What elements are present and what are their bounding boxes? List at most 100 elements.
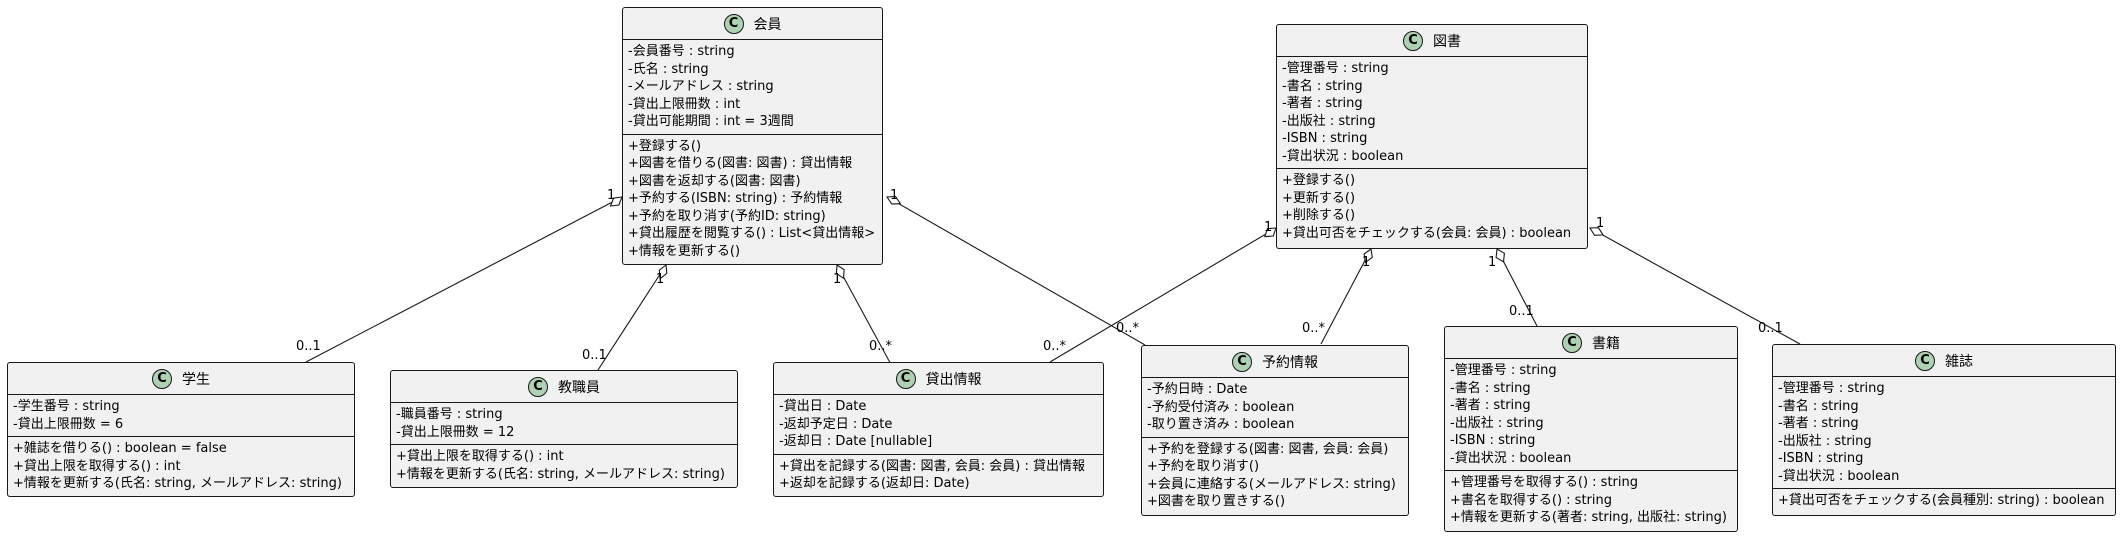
- class-method: +図書を借りる(図書: 図書) : 貸出情報: [628, 156, 853, 171]
- class-attribute: -貸出状況 : boolean: [1778, 468, 1900, 484]
- class-method: +管理番号を取得する() : string: [1450, 475, 1638, 490]
- class-attribute: -取り置き済み : boolean: [1147, 417, 1295, 432]
- class-name: 教職員: [558, 379, 600, 396]
- class-name: 学生: [182, 371, 210, 388]
- method-list: +登録する() +更新する() +削除する() +貸出可否をチェックする(会員: 会員…: [1277, 168, 1587, 245]
- class-header: C 書籍: [1445, 327, 1737, 359]
- class-icon: C: [528, 376, 548, 397]
- class-method: +更新する(): [1282, 190, 1356, 206]
- class-icon: C: [152, 368, 172, 389]
- class-attribute: -出版社 : string: [1282, 113, 1376, 129]
- class-method: +図書を返却する(図書: 図書): [628, 173, 801, 189]
- class-attribute: -著者 : string: [1282, 96, 1363, 111]
- assoc-book-magazine: [1589, 227, 1801, 345]
- assoc-book-loan: [1049, 227, 1277, 363]
- class-method: +返却を記録する(返却日: Date): [779, 476, 970, 491]
- attribute-list: -予約日時 : Date -予約受付済み : boolean -取り置き済み : b…: [1142, 378, 1408, 437]
- multiplicity-label: 0..1: [296, 339, 321, 354]
- class-icon: C: [1562, 332, 1582, 353]
- class-attribute: -貸出状況 : boolean: [1450, 450, 1572, 466]
- aggregation-diamond-icon: [1264, 227, 1277, 238]
- multiplicity-label: 1: [890, 188, 899, 203]
- multiplicity-label: 0..1: [582, 348, 607, 363]
- class-method: +情報を更新する(氏名: string, メールアドレス: string): [13, 476, 342, 491]
- class-method: +情報を更新する(氏名: string, メールアドレス: string): [396, 466, 725, 482]
- multiplicity-label: 1: [1362, 255, 1371, 270]
- class-name: 図書: [1433, 33, 1461, 50]
- class-icon: C: [1232, 351, 1252, 372]
- class-monograph[interactable]: C 書籍 -管理番号 : string -書名 : string -著者 : stri…: [1444, 326, 1738, 532]
- class-attribute: -氏名 : string: [628, 61, 709, 77]
- class-method: +情報を更新する(著者: string, 出版社: string): [1450, 510, 1727, 525]
- attribute-list: -貸出日 : Date-返却予定日 : Date-返却日 : Date [nul…: [774, 395, 1103, 454]
- class-attribute: -書名 : string: [1282, 78, 1363, 94]
- multiplicity-label: 0..*: [1043, 339, 1067, 354]
- class-method: +貸出可否をチェックする(会員種別: string) : boolean: [1778, 493, 2105, 508]
- class-attribute: -書名 : string: [1450, 380, 1531, 396]
- aggregation-diamond-icon: [1495, 248, 1505, 263]
- class-attribute: -職員番号 : string: [396, 407, 503, 422]
- class-attribute: -書名 : string: [1778, 398, 1859, 414]
- class-attribute: -管理番号 : string: [1282, 61, 1389, 76]
- method-list: +管理番号を取得する() : string +書名を取得する() : string…: [1445, 470, 1737, 530]
- class-method: +削除する(): [1282, 208, 1356, 223]
- aggregation-diamond-icon: [835, 264, 845, 280]
- class-method: +貸出を記録する(図書: 図書, 会員: 会員) : 貸出情報: [779, 458, 1085, 474]
- class-attribute: -出版社 : string: [1450, 415, 1544, 431]
- class-icon: C: [1403, 30, 1423, 51]
- class-attribute: -貸出状況 : boolean: [1282, 148, 1404, 164]
- class-method: +予約を登録する(図書: 図書, 会員: 会員): [1147, 441, 1389, 457]
- class-attribute: -予約受付済み : boolean: [1147, 399, 1295, 415]
- class-method: +雑誌を借りる() : boolean = false: [13, 441, 227, 456]
- class-icon: C: [895, 368, 916, 389]
- multiplicity-label: 1: [607, 188, 616, 203]
- assoc-member-staff: [597, 264, 667, 371]
- class-attribute: -貸出可能期間 : int = 3週間: [628, 114, 794, 129]
- class-header: C 学生: [8, 363, 354, 395]
- class-staff[interactable]: C 教職員 -職員番号 : string -貸出上限冊数 = 12 +貸出上限を取得…: [390, 370, 738, 488]
- class-method: +登録する(): [1282, 173, 1356, 188]
- multiplicity-label: 1: [833, 272, 842, 287]
- assoc-member-student: [305, 196, 623, 363]
- multiplicity-label: 0..1: [1758, 321, 1783, 336]
- class-name: 書籍: [1592, 335, 1620, 352]
- class-book[interactable]: C 図書 -管理番号 : string -書名 : string -著者 : stri…: [1276, 24, 1588, 249]
- class-attribute: -メールアドレス : string: [628, 79, 774, 94]
- class-attribute: -貸出上限冊数 = 12: [396, 424, 515, 440]
- method-list: +貸出可否をチェックする(会員種別: string) : boolean: [1773, 488, 2115, 513]
- method-list: +予約を登録する(図書: 図書, 会員: 会員)+予約を取り消す()+会員に連絡…: [1142, 436, 1408, 514]
- class-attribute: -著者 : string: [1450, 398, 1531, 413]
- class-attribute: -貸出日 : Date: [779, 399, 867, 414]
- class-attribute: -貸出上限冊数 = 6: [13, 416, 124, 432]
- class-attribute: -ISBN : string: [1450, 433, 1536, 448]
- method-list: +貸出上限を取得する() : int +情報を更新する(氏名: string, メ…: [391, 444, 737, 486]
- class-icon: C: [723, 13, 744, 34]
- aggregation-diamond-icon: [1363, 248, 1373, 264]
- class-method: +貸出可否をチェックする(会員: 会員) : boolean: [1282, 225, 1572, 241]
- class-method: +書名を取得する() : string: [1450, 492, 1612, 508]
- class-attribute: -予約日時 : Date: [1147, 382, 1248, 397]
- class-header: C 教職員: [391, 371, 737, 403]
- class-attribute: -管理番号 : string: [1450, 363, 1557, 378]
- attribute-list: -管理番号 : string-書名 : string-著者 : string-出…: [1773, 377, 2115, 488]
- method-list: +登録する()+図書を借りる(図書: 図書) : 貸出情報+図書を返却する(図書…: [623, 133, 882, 264]
- class-method: +貸出上限を取得する() : int: [13, 458, 181, 474]
- attribute-list: -学生番号 : string-貸出上限冊数 = 6: [8, 395, 354, 436]
- class-method: +貸出上限を取得する() : int: [396, 449, 564, 464]
- aggregation-diamond-icon: [886, 195, 902, 205]
- class-student[interactable]: C 学生 -学生番号 : string-貸出上限冊数 = 6 +雑誌を借りる() …: [7, 362, 355, 497]
- class-method: +図書を取り置きする(): [1147, 494, 1286, 509]
- class-method: +予約を取り消す(予約ID: string): [628, 208, 826, 224]
- multiplicity-label: 1: [1596, 216, 1605, 231]
- class-attribute: -会員番号 : string: [628, 44, 735, 59]
- attribute-list: -管理番号 : string -書名 : string -著者 : string -出…: [1277, 57, 1587, 168]
- class-attribute: -返却日 : Date [nullable]: [779, 434, 933, 449]
